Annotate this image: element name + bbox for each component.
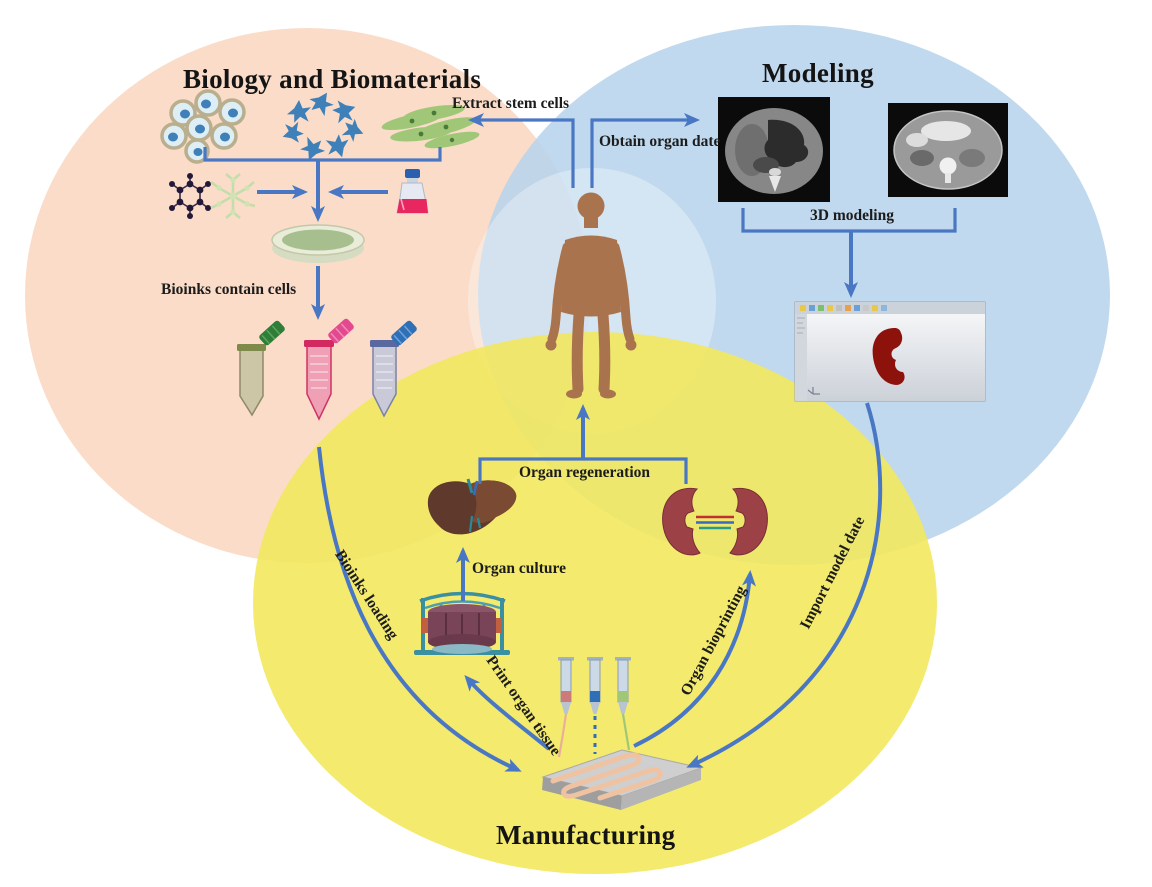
3d-modeling-label: 3D modeling bbox=[810, 207, 894, 224]
cad-toolbar-icons bbox=[800, 305, 887, 311]
liver-icon bbox=[427, 478, 517, 535]
bioink-tube-green-icon bbox=[237, 320, 285, 417]
organ-regeneration-label: Organ regeneration bbox=[519, 464, 651, 481]
star-cells-icon bbox=[278, 86, 368, 165]
petri-dish-icon bbox=[271, 224, 365, 263]
kidney-model-icon bbox=[872, 328, 905, 385]
cad-software-window bbox=[794, 301, 986, 402]
ct-scan-1-image bbox=[718, 97, 830, 202]
print-platform-icon bbox=[541, 749, 703, 810]
bioreactor-icon bbox=[414, 591, 510, 655]
cells-bracket bbox=[203, 147, 442, 162]
bioink-tube-blue-icon bbox=[370, 320, 417, 418]
ct-scan-2-image bbox=[888, 103, 1008, 197]
culture-flask-icon bbox=[396, 169, 429, 214]
bioinks-contain-cells-label: Bioinks contain cells bbox=[161, 281, 297, 298]
kidneys-icon bbox=[662, 487, 768, 556]
syringe-green-icon bbox=[615, 657, 631, 751]
extract-stem-cells-label: Extract stem cells bbox=[452, 95, 570, 112]
organ-culture-label: Organ culture bbox=[472, 560, 566, 577]
arrow-print-organ-tissue bbox=[464, 674, 551, 751]
biology-title: Biology and Biomaterials bbox=[183, 64, 482, 94]
obtain-organ-date-label: Obtain organ date bbox=[599, 133, 721, 150]
polymer-network-icon bbox=[210, 173, 256, 219]
manufacturing-title: Manufacturing bbox=[496, 820, 676, 850]
arrow-organ-bioprinting bbox=[633, 570, 757, 748]
syringe-blue-icon bbox=[587, 657, 603, 754]
bioink-tube-pink-icon bbox=[304, 318, 354, 421]
spindle-cells-icon bbox=[381, 104, 480, 149]
round-stem-cells-icon bbox=[160, 89, 246, 164]
arrow-import-model-date bbox=[686, 402, 883, 768]
arrow-extract-stem-cells bbox=[468, 113, 575, 188]
syringe-pink-icon bbox=[557, 657, 574, 758]
arrow-obtain-organ-date bbox=[590, 113, 700, 188]
connectors bbox=[203, 113, 957, 772]
human-body-icon bbox=[545, 192, 637, 399]
molecule-icon bbox=[169, 173, 211, 219]
modeling-title: Modeling bbox=[762, 58, 874, 88]
arrow-bioinks-loading bbox=[317, 446, 522, 772]
